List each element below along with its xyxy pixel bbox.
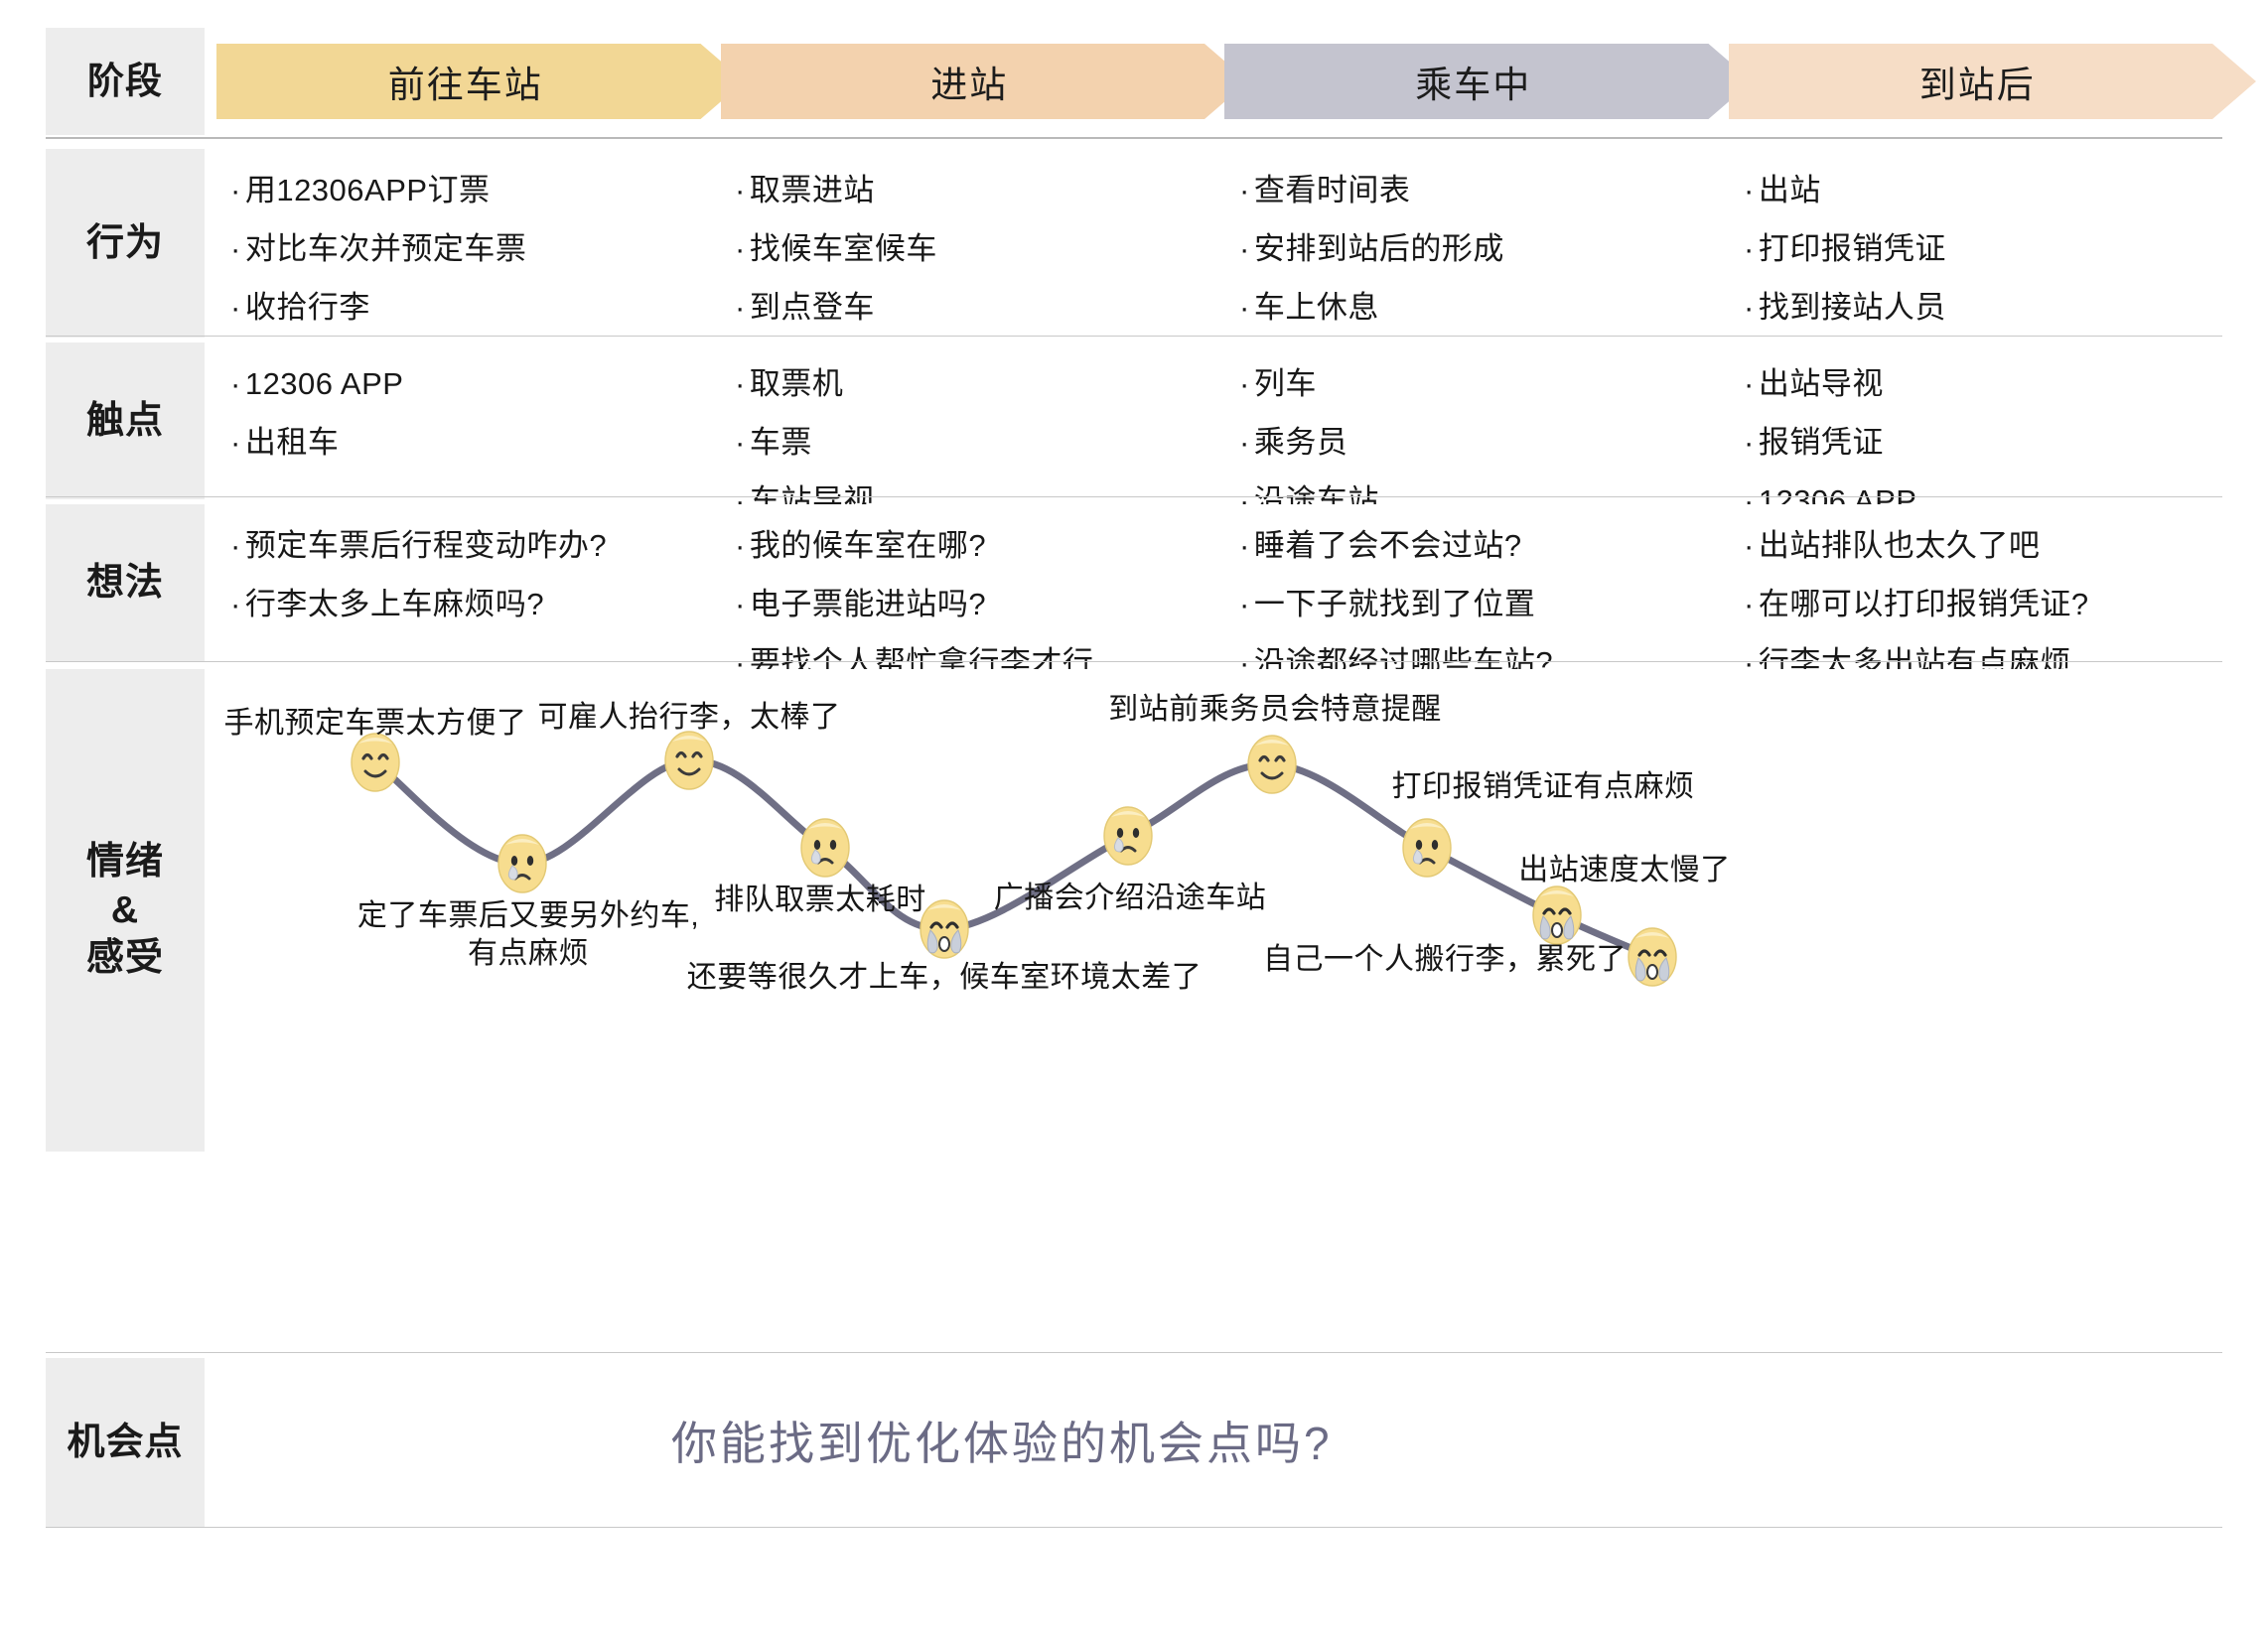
opportunity-body: 你能找到优化体验的机会点吗?	[205, 1358, 2222, 1527]
thought-cells: 预定车票后行程变动咋办?行李太多上车麻烦吗? 我的候车室在哪?电子票能进站吗?要…	[205, 504, 2222, 678]
list-item: 查看时间表	[1239, 175, 1504, 205]
emotion-face-happy	[662, 730, 716, 791]
list-item: 取票机	[735, 368, 875, 399]
list-item: 一下子就找到了位置	[1239, 589, 1553, 619]
emotion-caption: 定了车票后又要另外约车, 有点麻烦	[356, 899, 700, 971]
list-item: 车上休息	[1239, 292, 1504, 323]
emotion-caption: 打印报销凭证有点麻烦	[1391, 770, 1695, 803]
behavior-cell-3: 查看时间表安排到站后的形成车上休息查看目的地天气	[1213, 149, 1718, 381]
emotion-caption: 还要等很久才上车，候车室环境太差了	[686, 961, 1203, 994]
behavior-row: 行为 用12306APP订票对比车次并预定车票收拾行李打车前往车站 取票进站找候…	[46, 149, 2222, 381]
list-item: 用12306APP订票	[230, 175, 526, 205]
stage-chevron-3[interactable]: 乘车中	[1224, 44, 1753, 119]
touchpoint-row: 触点 12306 APP出租车 取票机车票车站导视 列车乘务员沿途车站 出站导视…	[46, 342, 2222, 516]
opportunity-prompt: 你能找到优化体验的机会点吗?	[671, 1418, 1333, 1469]
behavior-cell-1: 用12306APP订票对比车次并预定车票收拾行李打车前往车站	[205, 149, 709, 381]
thought-cell-2: 我的候车室在哪?电子票能进站吗?要找个人帮忙拿行李才行	[709, 504, 1213, 678]
list-item: 找到接站人员	[1744, 292, 1946, 323]
divider-emotion	[46, 1352, 2222, 1353]
row-label-touchpoint: 触点	[46, 342, 205, 499]
emotion-caption: 到站前乘务员会特意提醒	[1108, 693, 1442, 726]
row-label-opportunity: 机会点	[46, 1358, 205, 1527]
list-item: 12306 APP	[230, 368, 403, 399]
emotion-face-sad	[1400, 817, 1454, 879]
divider-opportunity	[46, 1527, 2222, 1528]
stage-row: 阶段 前往车站 进站 乘车中 到站后	[46, 28, 2222, 135]
touchpoint-cell-1: 12306 APP 出租车	[205, 342, 709, 499]
list-item: 出站导视	[1744, 368, 1916, 399]
emotion-row: 情绪 & 感受 手机预定车票太方便了定了车票后又要另外约车, 有点麻烦 可雇人抬行…	[46, 669, 2222, 1152]
stage-chevron-2[interactable]: 进站	[721, 44, 1249, 119]
thought-cell-3: 睡着了会不会过站?一下子就找到了位置沿途都经过哪些车站?	[1213, 504, 1718, 678]
row-label-emotion: 情绪 & 感受	[46, 669, 205, 1152]
row-label-stage: 阶段	[46, 28, 205, 135]
list-item: 我的候车室在哪?	[735, 530, 1093, 561]
emotion-curve	[371, 756, 1656, 961]
list-item: 出租车	[230, 427, 403, 458]
touchpoint-cells: 12306 APP出租车 取票机车票车站导视 列车乘务员沿途车站 出站导视报销凭…	[205, 342, 2222, 516]
divider-thought	[46, 661, 2222, 662]
behavior-cell-4: 出站打印报销凭证找到接站人员预定回程信息	[1718, 149, 2222, 381]
divider-touchpoint	[46, 496, 2222, 497]
emotion-caption: 手机预定车票太方便了	[223, 707, 527, 740]
list-item: 出站	[1744, 175, 1946, 205]
stage-chevron-4[interactable]: 到站后	[1729, 44, 2257, 119]
stage-label: 到站后	[1918, 65, 2036, 105]
thought-row: 想法 预定车票后行程变动咋办? 行李太多上车麻烦吗? 我的候车室在哪? 电子票能进站…	[46, 504, 2222, 678]
emotion-face-sad	[798, 817, 852, 879]
emotion-face-sad	[496, 833, 549, 894]
list-item: 找候车室候车	[735, 233, 937, 264]
emotion-face-happy	[349, 732, 402, 793]
behavior-cell-2: 取票进站找候车室候车到点登车	[709, 149, 1213, 338]
emotion-face-cry	[1530, 885, 1584, 946]
list-item: 取票进站	[735, 175, 937, 205]
stage-label: 前往车站	[387, 65, 543, 105]
divider-stage	[46, 137, 2222, 139]
stage-chevron-1[interactable]: 前往车站	[216, 44, 745, 119]
list-item: 安排到站后的形成	[1239, 233, 1504, 264]
stage-label: 进站	[930, 65, 1009, 105]
emotion-caption: 出站速度太慢了	[1518, 854, 1731, 886]
stage-label: 乘车中	[1415, 65, 1532, 105]
list-item: 预定车票后行程变动咋办?	[230, 530, 607, 561]
touchpoint-cell-4: 出站导视报销凭证12306 APP	[1718, 342, 2222, 516]
row-label-behavior: 行为	[46, 149, 205, 338]
emotion-face-cry	[1626, 926, 1679, 988]
list-item: 对比车次并预定车票	[230, 233, 526, 264]
emotion-caption: 自己一个人搬行李，累死了	[1263, 943, 1627, 976]
emotion-chart: 手机预定车票太方便了定了车票后又要另外约车, 有点麻烦 可雇人抬行李，太棒了排队取…	[205, 669, 2222, 1152]
emotion-caption: 广播会介绍沿途车站	[993, 882, 1267, 914]
list-item: 到点登车	[735, 292, 937, 323]
behavior-cells: 用12306APP订票对比车次并预定车票收拾行李打车前往车站 取票进站找候车室候…	[205, 149, 2222, 381]
list-item: 电子票能进站吗?	[735, 589, 1093, 619]
emotion-caption: 排队取票太耗时	[714, 884, 926, 916]
list-item: 行李太多上车麻烦吗?	[230, 589, 607, 619]
row-label-thought: 想法	[46, 504, 205, 661]
emotion-label-amp: &	[110, 888, 140, 931]
list-item: 乘务员	[1239, 427, 1379, 458]
stage-chevron-group: 前往车站 进站 乘车中 到站后	[216, 28, 2222, 135]
emotion-face-sad	[1101, 805, 1155, 867]
emotion-label-line1: 情绪	[85, 841, 164, 884]
list-item: 打印报销凭证	[1744, 233, 1946, 264]
list-item: 车票	[735, 427, 875, 458]
emotion-face-happy	[1245, 734, 1299, 795]
list-item: 列车	[1239, 368, 1379, 399]
touchpoint-cell-2: 取票机车票车站导视	[709, 342, 1213, 516]
list-item: 报销凭证	[1744, 427, 1916, 458]
emotion-caption: 可雇人抬行李，太棒了	[537, 701, 841, 734]
emotion-label-line2: 感受	[85, 937, 164, 980]
opportunity-row: 机会点 你能找到优化体验的机会点吗?	[46, 1358, 2222, 1527]
emotion-face-cry	[918, 898, 971, 960]
list-item: 睡着了会不会过站?	[1239, 530, 1553, 561]
touchpoint-cell-3: 列车乘务员沿途车站	[1213, 342, 1718, 516]
divider-behavior	[46, 336, 2222, 337]
thought-cell-1: 预定车票后行程变动咋办? 行李太多上车麻烦吗?	[205, 504, 709, 661]
thought-cell-4: 出站排队也太久了吧在哪可以打印报销凭证?行李太多出站有点麻烦	[1718, 504, 2222, 678]
emotion-curve-canvas: 手机预定车票太方便了定了车票后又要另外约车, 有点麻烦 可雇人抬行李，太棒了排队取…	[205, 669, 2222, 1152]
list-item: 出站排队也太久了吧	[1744, 530, 2089, 561]
list-item: 在哪可以打印报销凭证?	[1744, 589, 2089, 619]
list-item: 收拾行李	[230, 292, 526, 323]
